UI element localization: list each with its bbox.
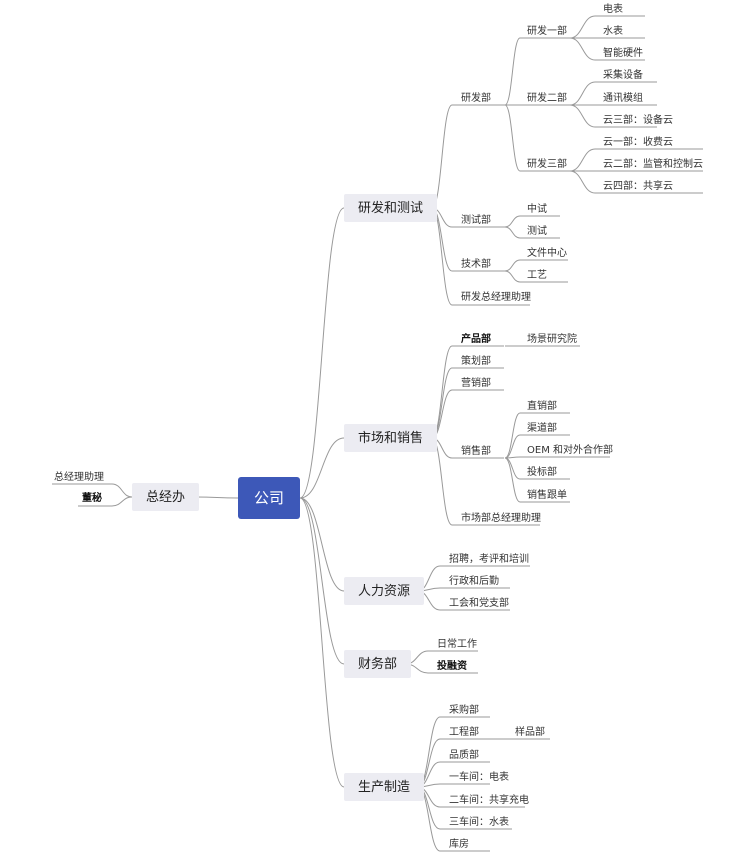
leaf-comm-module[interactable]: 通讯模组 <box>603 93 643 104</box>
leaf-electric-meter[interactable]: 电表 <box>603 4 623 15</box>
node-engineering[interactable]: 工程部 <box>449 727 479 738</box>
node-rnd-1[interactable]: 研发一部 <box>527 26 567 37</box>
leaf-gm-assistant[interactable]: 总经理助理 <box>54 472 104 483</box>
node-product-dept[interactable]: 产品部 <box>461 334 491 345</box>
node-rnd-3[interactable]: 研发三部 <box>527 159 567 170</box>
branch-manufacturing[interactable]: 生产制造 <box>344 773 425 801</box>
node-test-dept[interactable]: 测试部 <box>461 215 491 226</box>
leaf-board-secretary[interactable]: 董秘 <box>82 493 102 504</box>
node-workshop-3[interactable]: 三车间：水表 <box>449 817 509 828</box>
leaf-pilot-test[interactable]: 中试 <box>527 204 547 215</box>
leaf-process[interactable]: 工艺 <box>527 270 547 281</box>
node-rnd-gm-assistant[interactable]: 研发总经理助理 <box>461 292 531 303</box>
leaf-investment[interactable]: 投融资 <box>437 661 467 672</box>
node-rnd-2[interactable]: 研发二部 <box>527 93 567 104</box>
leaf-union-party[interactable]: 工会和党支部 <box>449 598 509 609</box>
node-sales-dept[interactable]: 销售部 <box>461 446 491 457</box>
branch-finance[interactable]: 财务部 <box>344 650 412 678</box>
leaf-bidding[interactable]: 投标部 <box>527 467 557 478</box>
leaf-collection-device[interactable]: 采集设备 <box>603 70 643 81</box>
leaf-cloud4-share[interactable]: 云四部：共享云 <box>603 181 673 192</box>
node-promotion-dept[interactable]: 营销部 <box>461 378 491 389</box>
node-workshop-2[interactable]: 二车间：共享充电 <box>449 795 529 806</box>
leaf-recruit-train[interactable]: 招聘，考评和培训 <box>449 554 529 565</box>
node-tech-dept[interactable]: 技术部 <box>461 259 491 270</box>
node-quality[interactable]: 品质部 <box>449 750 479 761</box>
leaf-testing[interactable]: 测试 <box>527 226 547 237</box>
leaf-water-meter[interactable]: 水表 <box>603 26 623 37</box>
node-general-office[interactable]: 总经办 <box>132 483 200 511</box>
node-warehouse[interactable]: 库房 <box>449 839 469 850</box>
branch-hr[interactable]: 人力资源 <box>344 577 425 605</box>
node-planning-dept[interactable]: 策划部 <box>461 356 491 367</box>
leaf-scenario-institute[interactable]: 场景研究院 <box>527 334 577 345</box>
leaf-sample-dept[interactable]: 样品部 <box>515 727 545 738</box>
node-market-gm-assistant[interactable]: 市场部总经理助理 <box>461 513 541 524</box>
node-rnd-dept[interactable]: 研发部 <box>461 93 491 104</box>
leaf-oem-cooperation[interactable]: OEM 和对外合作部 <box>527 445 613 456</box>
leaf-smart-hardware[interactable]: 智能硬件 <box>603 48 643 59</box>
branch-rnd-testing[interactable]: 研发和测试 <box>344 194 438 222</box>
node-workshop-1[interactable]: 一车间：电表 <box>449 772 509 783</box>
root-node-company[interactable]: 公司 <box>238 477 300 519</box>
leaf-daily-work[interactable]: 日常工作 <box>437 639 477 650</box>
leaf-cloud1-billing[interactable]: 云一部：收费云 <box>603 137 673 148</box>
node-purchasing[interactable]: 采购部 <box>449 705 479 716</box>
leaf-cloud2-control[interactable]: 云二部：监管和控制云 <box>603 159 703 170</box>
leaf-sales-followup[interactable]: 销售跟单 <box>527 490 567 501</box>
leaf-admin-logistics[interactable]: 行政和后勤 <box>449 576 499 587</box>
branch-marketing-sales[interactable]: 市场和销售 <box>344 424 438 452</box>
leaf-doc-center[interactable]: 文件中心 <box>527 248 567 259</box>
leaf-direct-sales[interactable]: 直销部 <box>527 401 557 412</box>
leaf-channel[interactable]: 渠道部 <box>527 423 557 434</box>
leaf-cloud3-device[interactable]: 云三部：设备云 <box>603 115 673 126</box>
